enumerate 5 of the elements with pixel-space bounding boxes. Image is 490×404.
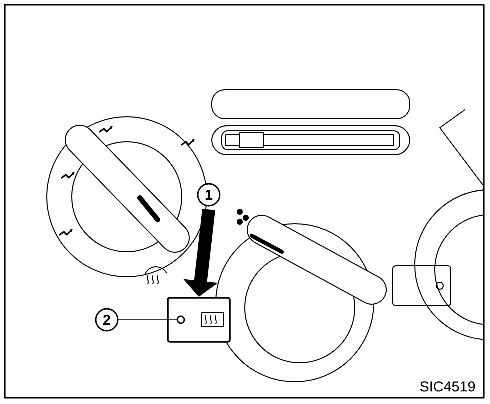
- figure-code: SIC4519: [420, 382, 476, 392]
- callout-number: 1: [197, 183, 221, 207]
- callout-number: 2: [95, 308, 119, 332]
- indicator-light: [176, 316, 186, 324]
- defroster-button: [167, 297, 231, 343]
